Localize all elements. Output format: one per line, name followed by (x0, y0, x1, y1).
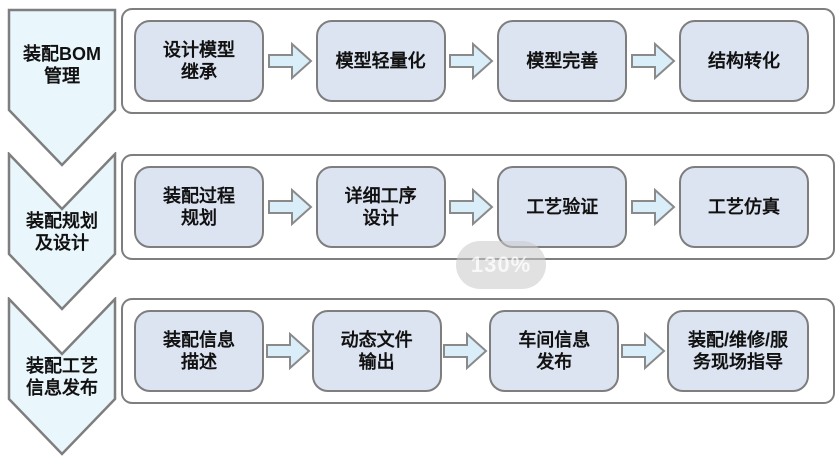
zoom-level-toast: 130% (456, 241, 546, 289)
step-box: 车间信息 发布 (489, 310, 620, 392)
step-box: 装配信息 描述 (134, 310, 264, 392)
flow-arrow-icon (630, 41, 676, 81)
flow-arrow-icon (448, 187, 494, 227)
process-panel-row3: 装配信息 描述 动态文件 输出 车间信息 发布 装配/维修/服 务现场指导 (121, 298, 835, 404)
step-box: 模型轻量化 (315, 20, 446, 102)
stage-banner-planning: 装配规划 及设计 (7, 152, 117, 312)
step-box: 设计模型 继承 (134, 20, 264, 102)
step-box: 模型完善 (497, 20, 628, 102)
flow-arrow-icon (448, 41, 494, 81)
flow-arrow-icon (620, 331, 666, 371)
flow-arrow-icon (265, 331, 311, 371)
stage-banner-bom: 装配BOM 管理 (7, 8, 117, 168)
step-box: 装配过程 规划 (134, 166, 264, 248)
stage-label: 装配工艺 信息发布 (26, 356, 98, 398)
step-box: 工艺仿真 (678, 166, 809, 248)
step-box: 动态文件 输出 (311, 310, 442, 392)
process-panel-row1: 设计模型 继承 模型轻量化 模型完善 结构转化 (121, 8, 835, 114)
step-box: 工艺验证 (497, 166, 628, 248)
chevron-down-icon (7, 152, 117, 311)
flow-arrow-icon (267, 41, 313, 81)
step-box: 装配/维修/服 务现场指导 (666, 310, 809, 392)
stage-banner-publish: 装配工艺 信息发布 (7, 297, 117, 457)
pentagon-down-icon (7, 8, 117, 167)
step-box: 结构转化 (678, 20, 809, 102)
chevron-down-icon (7, 297, 117, 456)
flow-arrow-icon (267, 187, 313, 227)
flow-arrow-icon (442, 331, 488, 371)
step-box: 详细工序 设计 (315, 166, 446, 248)
stage-label: 装配规划 及设计 (26, 211, 98, 253)
flow-arrow-icon (630, 187, 676, 227)
stage-label: 装配BOM 管理 (23, 43, 101, 86)
